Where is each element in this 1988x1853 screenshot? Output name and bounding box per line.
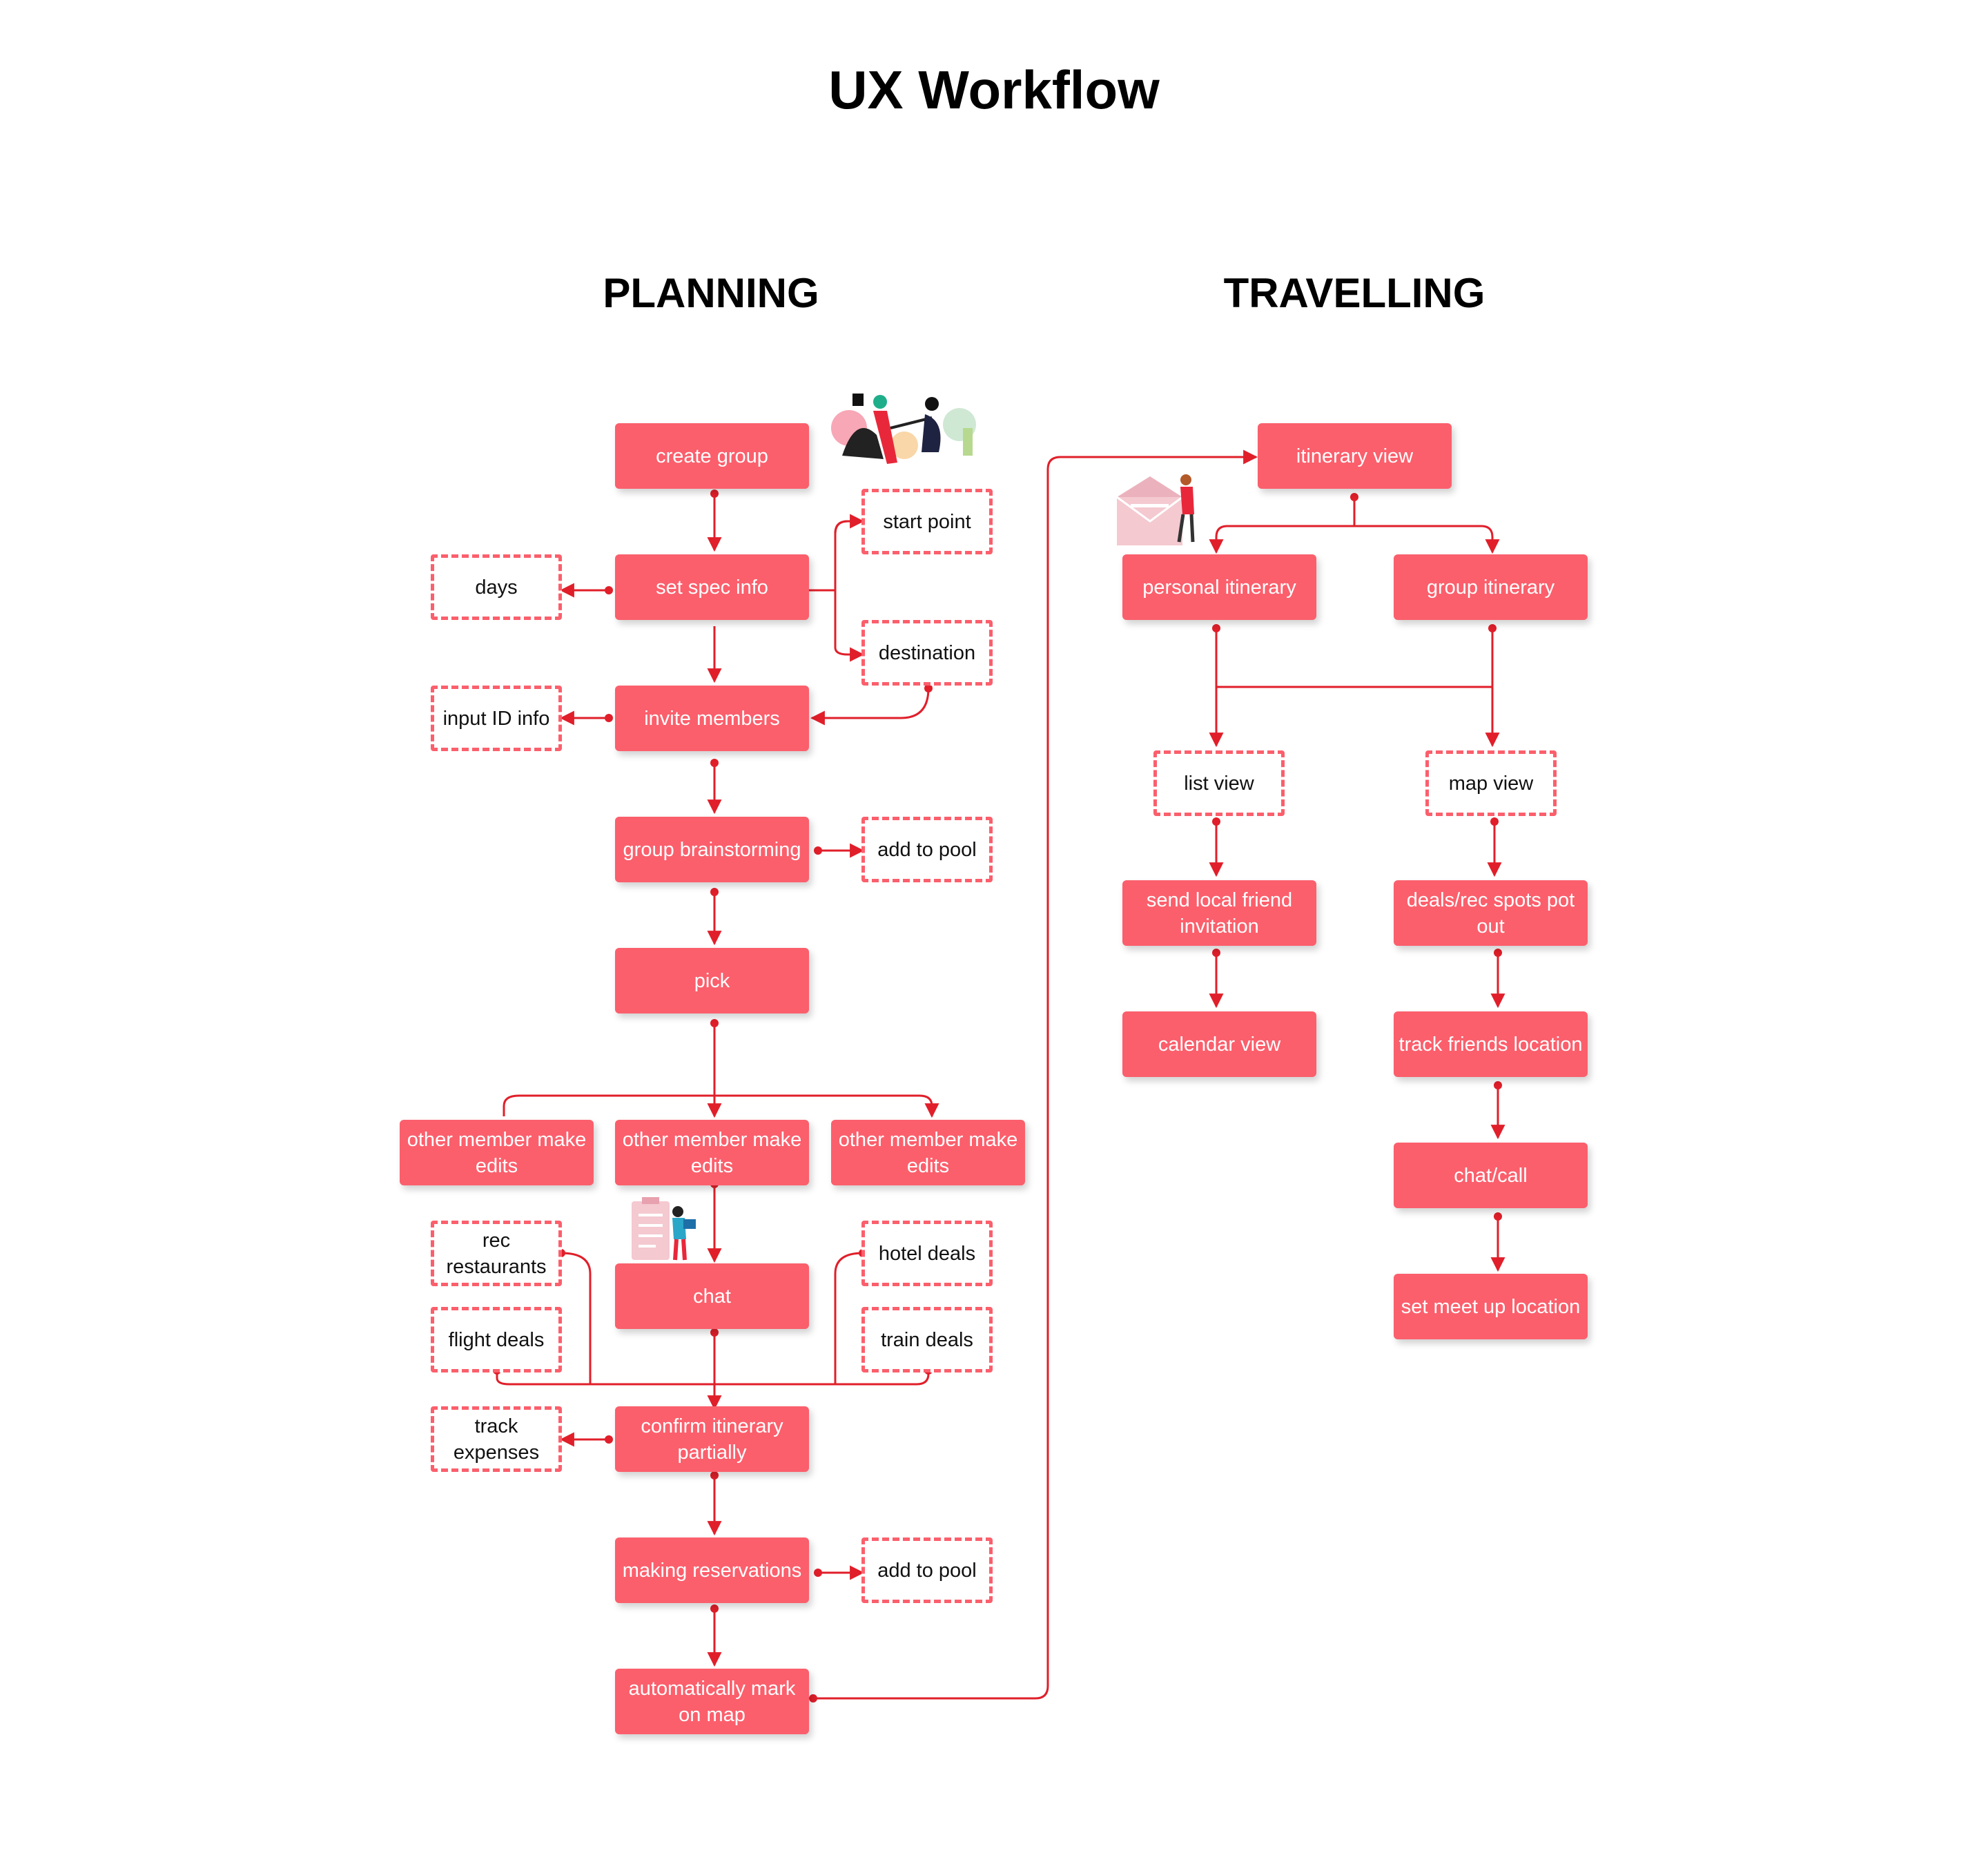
node-itinerary-view[interactable]: itinerary view bbox=[1258, 423, 1452, 489]
node-making-reservations[interactable]: making reservations bbox=[615, 1537, 809, 1603]
node-calendar-view[interactable]: calendar view bbox=[1122, 1011, 1316, 1077]
node-add-to-pool-1[interactable]: add to pool bbox=[861, 817, 993, 882]
node-set-meetup[interactable]: set meet up location bbox=[1394, 1274, 1588, 1339]
node-other-edits-left[interactable]: other member make edits bbox=[400, 1120, 594, 1185]
envelope-person-illustration bbox=[1117, 474, 1195, 545]
node-personal-itinerary[interactable]: personal itinerary bbox=[1122, 554, 1316, 620]
node-create-group[interactable]: create group bbox=[615, 423, 809, 489]
edge-branch-to-start-top bbox=[834, 514, 865, 534]
node-other-edits-center[interactable]: other member make edits bbox=[615, 1120, 809, 1185]
node-hotel-deals[interactable]: hotel deals bbox=[861, 1221, 993, 1286]
node-list-view[interactable]: list view bbox=[1153, 750, 1285, 816]
node-track-expenses[interactable]: track expenses bbox=[431, 1406, 562, 1472]
node-deals-rec-spots[interactable]: deals/rec spots pot out bbox=[1394, 880, 1588, 946]
node-rec-restaurants[interactable]: rec restaurants bbox=[431, 1221, 562, 1286]
node-add-to-pool-2[interactable]: add to pool bbox=[861, 1537, 993, 1603]
edge-itinerary-split bbox=[1209, 497, 1356, 554]
edge-automark-to-itinerary bbox=[813, 449, 1258, 1700]
section-title-travelling: TRAVELLING bbox=[1223, 270, 1485, 316]
edge-pick-branch bbox=[503, 1094, 939, 1118]
node-other-edits-right[interactable]: other member make edits bbox=[831, 1120, 1025, 1185]
edge-dest-to-invite bbox=[810, 688, 930, 726]
edge-branch-to-start bbox=[834, 520, 865, 662]
node-train-deals[interactable]: train deals bbox=[861, 1307, 993, 1372]
node-map-view[interactable]: map view bbox=[1425, 750, 1557, 816]
node-track-friends[interactable]: track friends location bbox=[1394, 1011, 1588, 1077]
node-pick[interactable]: pick bbox=[615, 948, 809, 1013]
node-chat-call[interactable]: chat/call bbox=[1394, 1143, 1588, 1208]
edge-itinerary-split-right bbox=[1354, 525, 1500, 554]
edge-deals-merge bbox=[496, 1370, 930, 1386]
node-invite-members[interactable]: invite members bbox=[615, 686, 809, 751]
node-auto-mark-map[interactable]: automatically mark on map bbox=[615, 1669, 809, 1734]
node-destination[interactable]: destination bbox=[861, 620, 993, 686]
node-input-id-info[interactable]: input ID info bbox=[431, 686, 562, 751]
section-title-planning: PLANNING bbox=[603, 270, 819, 316]
node-chat[interactable]: chat bbox=[615, 1263, 809, 1329]
edge-hotel-to-merge bbox=[834, 1252, 864, 1384]
node-set-spec-info[interactable]: set spec info bbox=[615, 554, 809, 620]
page-title: UX Workflow bbox=[828, 59, 1160, 120]
people-group-illustration bbox=[831, 394, 976, 464]
clipboard-person-illustration bbox=[632, 1197, 696, 1261]
node-group-brainstorming[interactable]: group brainstorming bbox=[615, 817, 809, 882]
node-flight-deals[interactable]: flight deals bbox=[431, 1307, 562, 1372]
node-days[interactable]: days bbox=[431, 554, 562, 620]
edge-rec-to-merge bbox=[561, 1252, 592, 1384]
node-confirm-itinerary[interactable]: confirm itinerary partially bbox=[615, 1406, 809, 1472]
node-send-local-friend[interactable]: send local friend invitation bbox=[1122, 880, 1316, 946]
node-group-itinerary[interactable]: group itinerary bbox=[1394, 554, 1588, 620]
node-start-point[interactable]: start point bbox=[861, 489, 993, 554]
